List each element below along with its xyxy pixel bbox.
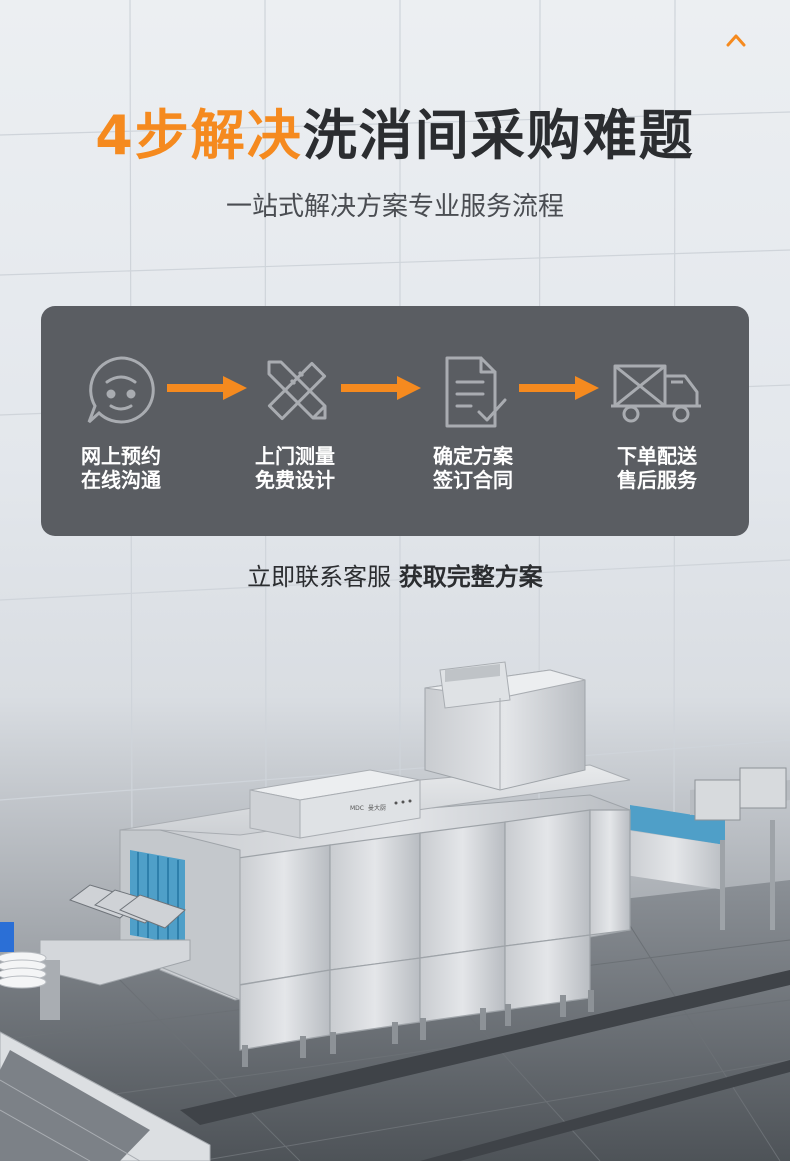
- cta-bold-text: 获取完整方案: [398, 563, 543, 591]
- process-step-3: 确定方案 签订合同: [403, 352, 543, 492]
- process-step-4: 下单配送 售后服务: [587, 352, 727, 492]
- title-accent: 4步解决: [95, 104, 303, 167]
- step-1-line-1: 网上预约: [81, 444, 161, 468]
- step-3-line-1: 确定方案: [433, 444, 513, 468]
- dishwasher-machine-illustration: MDC 曼大厨: [0, 661, 790, 1161]
- page-subtitle: 一站式解决方案专业服务流程: [225, 192, 564, 222]
- contact-cta[interactable]: 立即联系客服 获取完整方案: [0, 560, 790, 594]
- step-2-line-2: 免费设计: [255, 468, 335, 492]
- chat-bubble-icon: [87, 356, 155, 424]
- ruler-pencil-icon: [267, 360, 327, 421]
- step-1-line-2: 在线沟通: [81, 468, 161, 492]
- machine-brand-logo: MDC: [350, 805, 364, 812]
- step-2-line-1: 上门测量: [255, 444, 335, 468]
- process-panel: 网上预约 在线沟通 上门测量 免费设计: [41, 306, 749, 536]
- cta-normal-text: 立即联系客服: [247, 563, 392, 591]
- machine-brand-cn-logo: 曼大厨: [368, 804, 386, 812]
- process-step-2: 上门测量 免费设计: [225, 352, 365, 492]
- arrow-right-icon: [519, 376, 599, 400]
- process-step-1: 网上预约 在线沟通: [51, 352, 191, 492]
- chevron-up-icon[interactable]: [726, 32, 746, 48]
- arrow-right-icon: [167, 376, 247, 400]
- title-rest: 洗消间采购难题: [302, 104, 695, 167]
- step-4-line-2: 售后服务: [617, 468, 697, 492]
- step-4-line-1: 下单配送: [617, 444, 697, 468]
- delivery-truck-icon: [611, 364, 701, 423]
- page-title: 4步解决洗消间采购难题: [0, 104, 790, 168]
- document-check-icon: [445, 356, 507, 428]
- step-3-line-2: 签订合同: [433, 468, 513, 492]
- arrow-right-icon: [341, 376, 421, 400]
